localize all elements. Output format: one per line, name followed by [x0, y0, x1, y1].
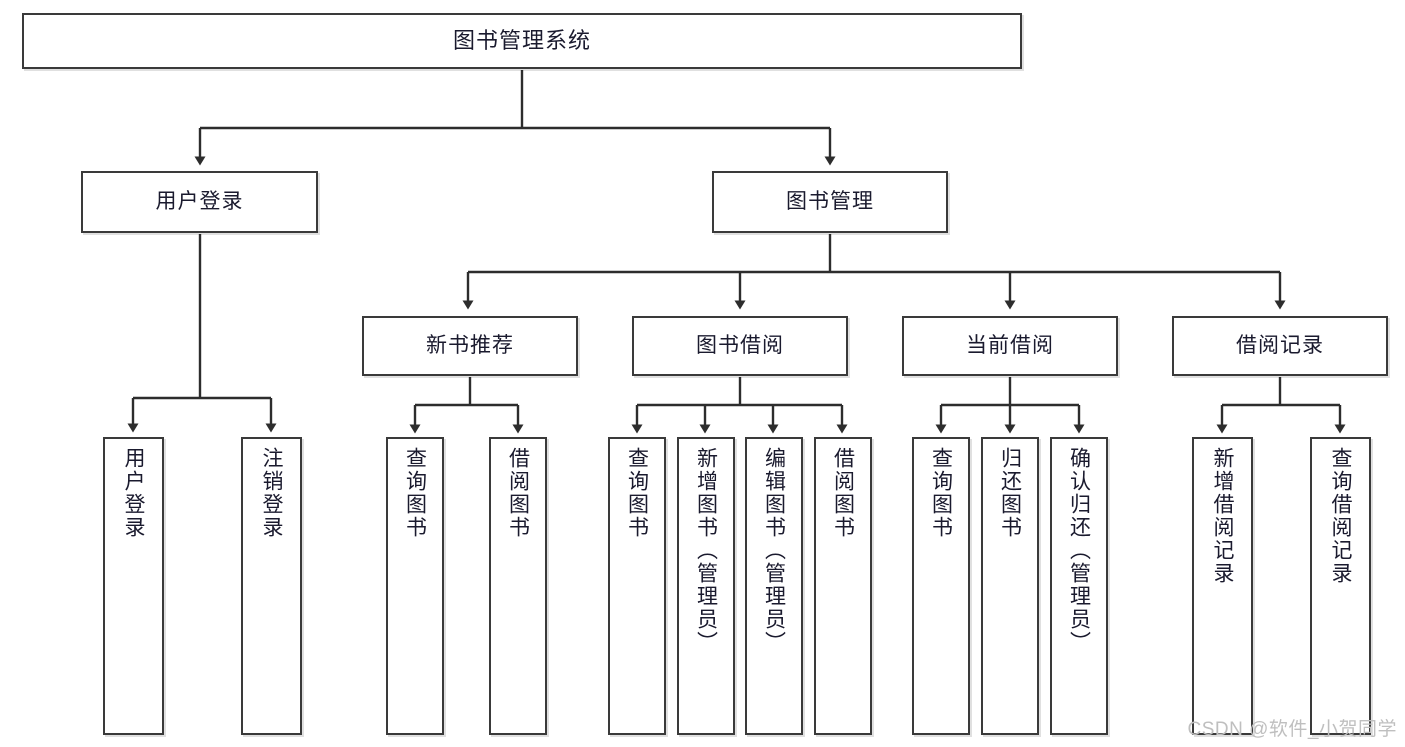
node-book-management[interactable]: 图书管理 [712, 171, 948, 233]
node-label: 新书推荐 [426, 333, 514, 357]
leaf-borrow-edit-book[interactable]: 编辑图书（管理员） [745, 437, 803, 735]
leaf-user-login-login[interactable]: 用户登录 [103, 437, 164, 735]
leaf-new-book-query[interactable]: 查询图书 [386, 437, 444, 735]
node-borrow-record[interactable]: 借阅记录 [1172, 316, 1388, 376]
leaf-new-book-borrow[interactable]: 借阅图书 [489, 437, 547, 735]
node-root-system[interactable]: 图书管理系统 [22, 13, 1022, 69]
node-label: 查询图书 [403, 447, 427, 539]
node-label: 当前借阅 [966, 333, 1054, 357]
node-label: 借阅图书 [506, 447, 530, 539]
node-label: 图书管理 [786, 189, 874, 213]
node-label: 用户登录 [155, 189, 244, 213]
node-label: 查询图书 [625, 447, 649, 539]
leaf-record-add[interactable]: 新增借阅记录 [1192, 437, 1253, 735]
node-new-book-recommend[interactable]: 新书推荐 [362, 316, 578, 376]
node-label: 借阅图书 [831, 447, 855, 539]
leaf-user-login-logout[interactable]: 注销登录 [241, 437, 302, 735]
leaf-current-query-book[interactable]: 查询图书 [912, 437, 970, 735]
leaf-borrow-borrow-book[interactable]: 借阅图书 [814, 437, 872, 735]
leaf-current-confirm-return[interactable]: 确认归还（管理员） [1050, 437, 1108, 735]
node-label: 图书管理系统 [452, 28, 591, 54]
node-user-login[interactable]: 用户登录 [81, 171, 318, 233]
node-label: 新增图书（管理员） [694, 447, 718, 654]
node-current-borrow[interactable]: 当前借阅 [902, 316, 1118, 376]
node-label: 图书借阅 [696, 333, 784, 357]
node-label: 编辑图书（管理员） [762, 447, 786, 654]
leaf-record-query[interactable]: 查询借阅记录 [1310, 437, 1371, 735]
leaf-borrow-query-book[interactable]: 查询图书 [608, 437, 666, 735]
node-label: 新增借阅记录 [1211, 447, 1234, 585]
node-label: 用户登录 [122, 447, 145, 539]
csdn-watermark: CSDN @软件_小贺同学 [1187, 719, 1397, 740]
node-label: 查询图书 [929, 447, 953, 539]
node-book-borrow[interactable]: 图书借阅 [632, 316, 848, 376]
leaf-current-return-book[interactable]: 归还图书 [981, 437, 1039, 735]
node-label: 确认归还（管理员） [1067, 447, 1091, 654]
node-label: 注销登录 [260, 447, 283, 539]
node-label: 归还图书 [998, 447, 1022, 539]
node-label: 查询借阅记录 [1329, 447, 1352, 585]
leaf-borrow-add-book[interactable]: 新增图书（管理员） [677, 437, 735, 735]
node-label: 借阅记录 [1236, 333, 1324, 357]
